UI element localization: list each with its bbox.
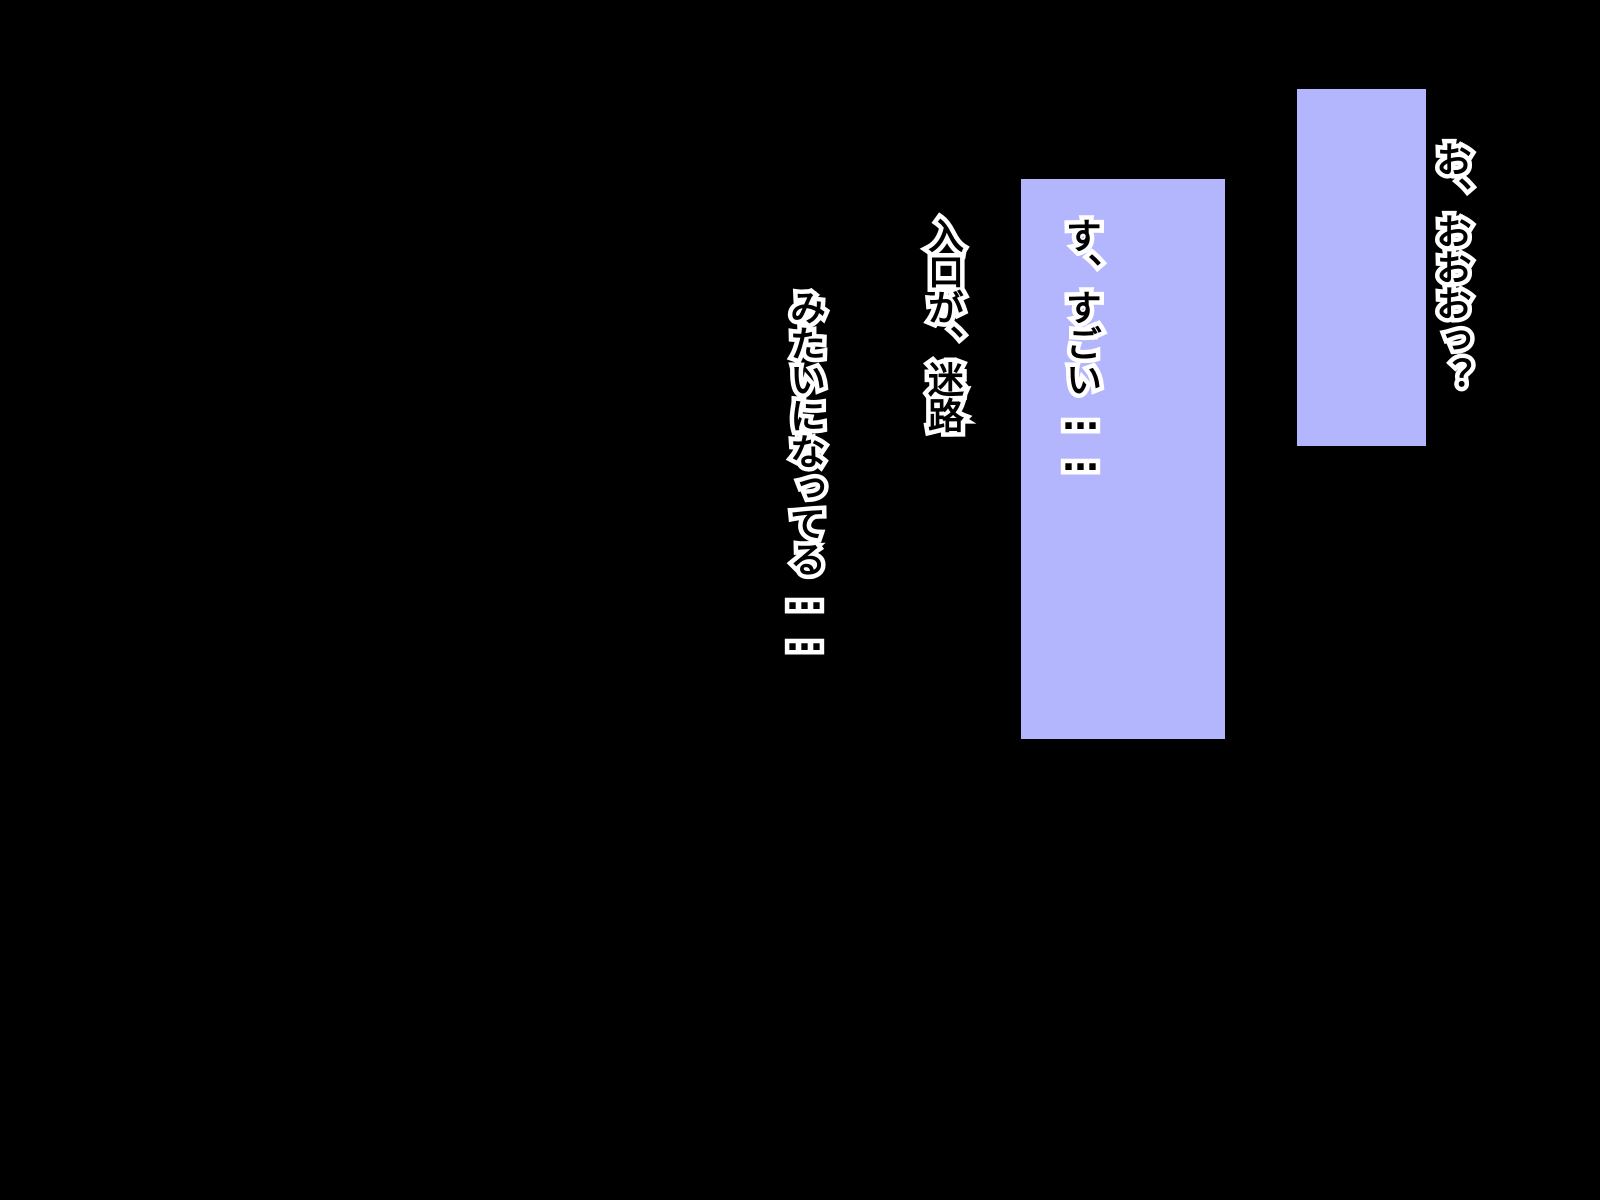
speech-box-2-line-2: 入口が、迷路 <box>918 213 968 438</box>
speech-box-2-line-3: みたいになってる…… <box>780 285 830 664</box>
speech-box-2-line-1: す、すごい…… <box>1056 213 1106 484</box>
speech-box-1-text: お、おおおっ？ <box>1335 137 1565 398</box>
speech-box-2-text: す、すごい…… 入口が、迷路 みたいになってる…… <box>689 213 1195 664</box>
speech-box-1: お、おおおっ？ <box>1297 89 1476 446</box>
speech-box-2: す、すごい…… 入口が、迷路 みたいになってる…… <box>780 179 1225 739</box>
speech-box-1-line-1: お、おおおっ？ <box>1426 137 1476 398</box>
